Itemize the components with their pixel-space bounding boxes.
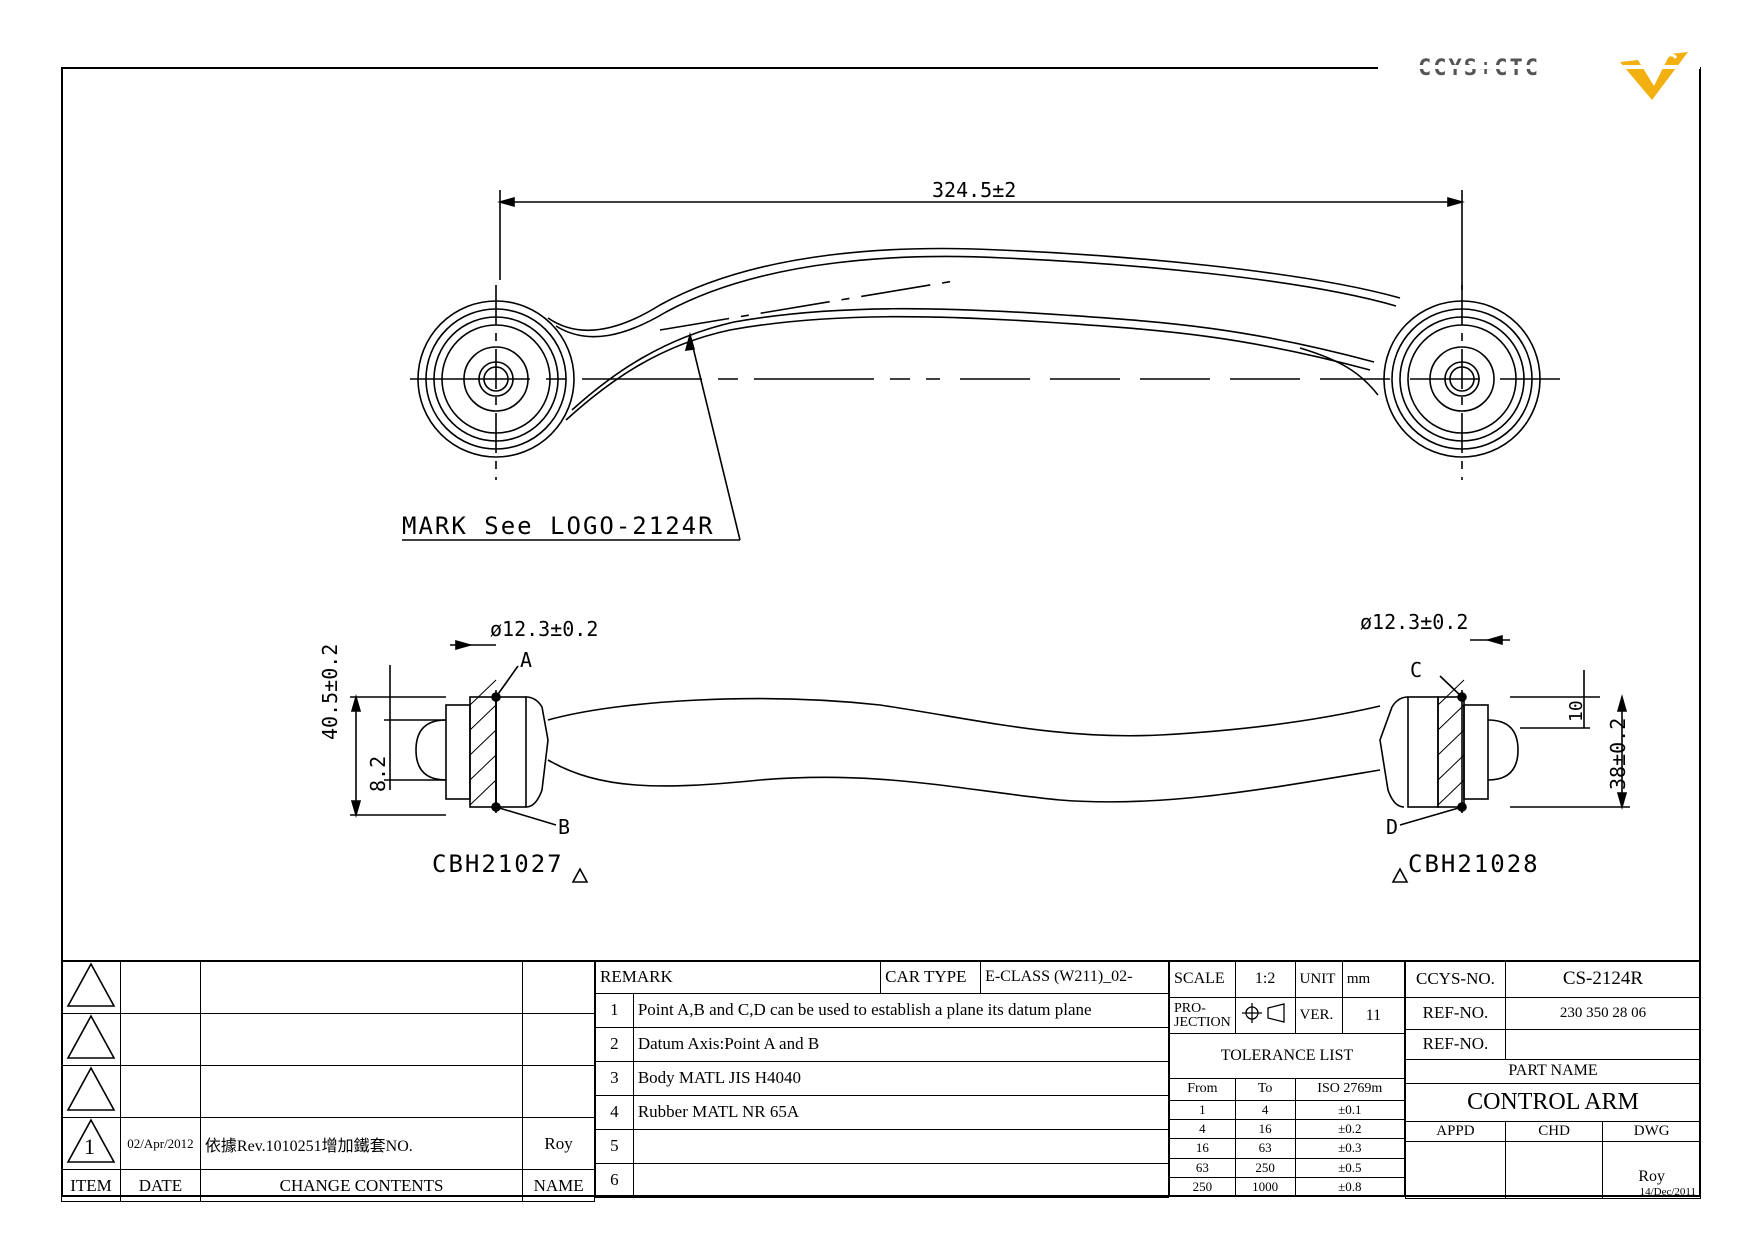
point-b-label: B [558,815,571,839]
ref-value-1: 230 350 28 06 [1504,996,1702,1030]
revision-item-number: 1 [84,1134,95,1159]
projection-label: PRO-JECTION [1169,996,1236,1035]
tol-from: 4 [1169,1119,1236,1140]
remark-text: Datum Axis:Point A and B [632,1026,1170,1062]
left-offset-dimension: 8.2 [366,755,390,792]
ref-value-2 [1504,1028,1702,1060]
right-bore-dimension: ø12.3±0.2 [1360,610,1469,634]
revision-change: 依據Rev.1010251增加鐵套NO. [199,1117,524,1170]
tol-to-header: To [1234,1077,1296,1101]
point-c-label: C [1410,658,1423,682]
ref-label-2: REF-NO. [1405,1028,1506,1060]
point-d-label: D [1386,815,1399,839]
tol-value: ±0.8 [1294,1176,1406,1198]
scale-label: SCALE [1169,960,1236,998]
ver-label: VER. [1294,996,1343,1035]
remark-number: 5 [595,1128,634,1164]
left-bushing-label: CBH21027 [432,850,564,878]
tol-value: ±0.1 [1294,1099,1406,1121]
chd-label: CHD [1504,1120,1604,1142]
remark-text: Rubber MATL NR 65A [632,1094,1170,1130]
revision-date: 02/Apr/2012 [120,1117,201,1170]
appd-label: APPD [1405,1120,1506,1142]
dwg-signature: Roy 14/Dec/2011 [1602,1140,1701,1199]
tolerance-title: TOLERANCE LIST [1169,1033,1405,1079]
remark-number: 6 [595,1162,634,1198]
right-offset-dimension: 10 [1566,700,1587,722]
remark-number: 4 [595,1094,634,1130]
revision-triangle: 1 [61,1117,121,1170]
revision-name: Roy [522,1117,595,1170]
remark-title: REMARK [594,960,882,994]
tol-from: 16 [1169,1138,1236,1159]
top-view [402,190,1560,541]
ccys-label: CCYS-NO. [1405,960,1506,998]
spec-table: SCALE 1:2 UNIT mm PRO-JECTION VER. 11 TO… [1169,960,1406,1198]
left-height-dimension: 40.5±0.2 [318,643,342,740]
tol-std-header: ISO 2769m [1294,1077,1406,1101]
tol-to: 16 [1234,1119,1296,1140]
length-dimension: 324.5±2 [932,178,1017,202]
name-header: NAME [522,1169,595,1202]
dwg-date: 14/Dec/2011 [1639,1185,1696,1198]
tol-value: ±0.2 [1294,1119,1406,1140]
tol-to: 250 [1234,1157,1296,1178]
title-block: 1 02/Apr/2012 依據Rev.1010251增加鐵套NO. Roy I… [61,960,1702,1202]
tol-to: 63 [1234,1138,1296,1159]
change-header: CHANGE CONTENTS [199,1169,524,1202]
projection-icon [1234,996,1296,1035]
ver-value: 11 [1341,996,1406,1035]
revision-table: 1 02/Apr/2012 依據Rev.1010251增加鐵套NO. Roy I… [61,960,595,1202]
point-a-label: A [520,648,533,672]
ccys-value: CS-2124R [1504,960,1702,998]
part-name-label: PART NAME [1405,1058,1701,1084]
appd-signature [1405,1140,1506,1199]
unit-value: mm [1341,960,1406,998]
scale-value: 1:2 [1234,960,1296,998]
remark-text [632,1128,1170,1164]
right-height-dimension: 38±0.2 [1606,717,1630,790]
remark-number: 3 [595,1060,634,1096]
remark-text: Point A,B and C,D can be used to establi… [632,992,1170,1028]
date-header: DATE [120,1169,201,1202]
tol-value: ±0.5 [1294,1157,1406,1178]
left-bore-dimension: ø12.3±0.2 [490,617,599,641]
tol-value: ±0.3 [1294,1138,1406,1159]
unit-label: UNIT [1294,960,1343,998]
car-type-value: E-CLASS (W211)_02- [980,960,1169,994]
dwg-label: DWG [1602,1120,1701,1142]
chd-signature [1504,1140,1604,1199]
item-header: ITEM [61,1169,121,1202]
right-bushing-label: CBH21028 [1408,850,1540,878]
part-name: CONTROL ARM [1405,1082,1701,1122]
revision-triangle [61,1013,121,1066]
remark-text: Body MATL JIS H4040 [632,1060,1170,1096]
tol-from: 63 [1169,1157,1236,1178]
tol-to: 1000 [1234,1176,1296,1198]
mark-note: MARK See LOGO-2124R [402,512,715,540]
dwg-name: Roy [1638,1167,1665,1185]
tol-from: 1 [1169,1099,1236,1121]
tol-to: 4 [1234,1099,1296,1121]
revision-triangle [61,1065,121,1118]
side-view [350,634,1630,883]
tol-from: 250 [1169,1176,1236,1198]
brand-logo-icon [1620,52,1688,100]
ref-label-1: REF-NO. [1405,996,1506,1030]
tol-from-header: From [1169,1077,1236,1101]
revision-triangle [61,960,121,1014]
remark-number: 2 [595,1026,634,1062]
part-table: CCYS-NO. CS-2124R REF-NO. 230 350 28 06 … [1405,960,1702,1199]
remark-number: 1 [595,992,634,1028]
remark-text [632,1162,1170,1198]
car-type-label: CAR TYPE [880,960,982,994]
